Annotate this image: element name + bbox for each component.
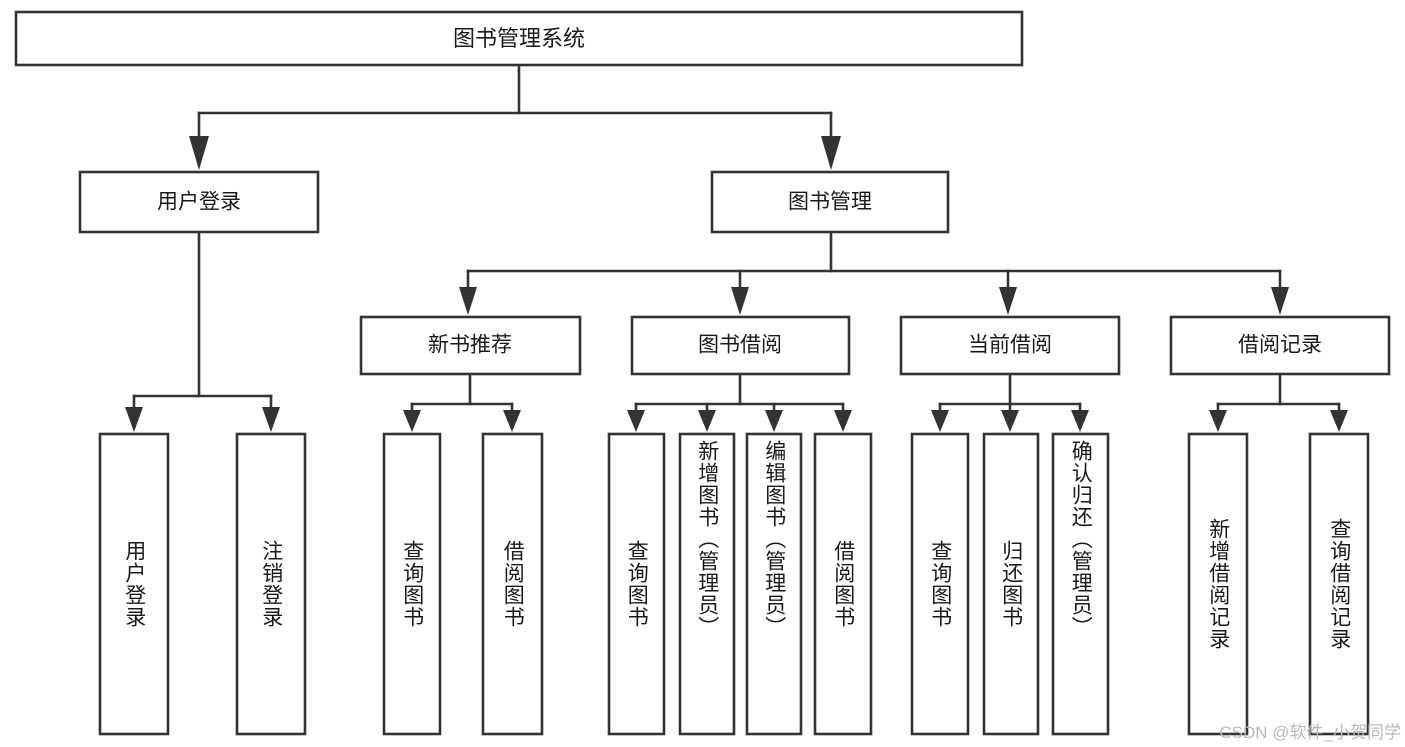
leaf-add-record-box[interactable] xyxy=(1187,432,1249,736)
node-user-login[interactable]: 用户登录 xyxy=(78,170,320,234)
leaf-edit-book-box[interactable] xyxy=(745,432,803,736)
node-book-manage[interactable]: 图书管理 xyxy=(710,170,950,234)
root-label: 图书管理系统 xyxy=(453,26,585,51)
node-current-borrow[interactable]: 当前借阅 xyxy=(899,315,1121,376)
arrowhead-leaf-query-book-2 xyxy=(627,410,645,432)
borrow-record-box[interactable] xyxy=(1169,315,1391,376)
connectors-userlogin-to-leaves xyxy=(125,230,280,432)
arrowhead-bookborrow xyxy=(731,287,749,315)
leaf-query-book-3-box[interactable] xyxy=(910,432,970,736)
connectors-newbookrec-to-leaves xyxy=(403,372,521,432)
arrowhead-leaf-query-record xyxy=(1330,410,1348,432)
leaf-query-record-box[interactable] xyxy=(1308,432,1370,736)
new-book-rec-box[interactable] xyxy=(359,315,582,376)
arrowhead-leaf-query-book-3 xyxy=(931,410,949,432)
connectors-bookborrow-to-leaves xyxy=(627,372,852,432)
book-manage-label: 图书管理 xyxy=(788,191,872,214)
leaf-user-login-box[interactable] xyxy=(98,432,170,736)
book-manage-box[interactable] xyxy=(710,170,950,234)
connectors-borrowrecord-to-leaves xyxy=(1209,372,1348,432)
node-root[interactable]: 图书管理系统 xyxy=(14,10,1024,67)
borrow-record-label: 借阅记录 xyxy=(1238,334,1322,357)
arrowhead-leaf-return-book xyxy=(1001,410,1019,432)
connectors-root-to-level2 xyxy=(189,63,841,170)
leaf-confirm-return-box[interactable] xyxy=(1051,432,1110,736)
user-login-box[interactable] xyxy=(78,170,320,234)
arrowhead-leaf-query-book-1 xyxy=(403,410,421,432)
current-borrow-box[interactable] xyxy=(899,315,1121,376)
leaf-query-book-2-box[interactable] xyxy=(607,432,666,736)
current-borrow-label: 当前借阅 xyxy=(968,334,1052,357)
arrowhead-leaf-edit-book xyxy=(765,410,783,432)
new-book-rec-label: 新书推荐 xyxy=(428,334,512,357)
leaf-borrow-book-2-box[interactable] xyxy=(813,432,873,736)
arrowhead-currentborrow xyxy=(999,287,1017,315)
node-borrow-record[interactable]: 借阅记录 xyxy=(1169,315,1391,376)
leaf-add-book-box[interactable] xyxy=(678,432,736,736)
arrowhead-leaf-user-login xyxy=(125,407,143,432)
leaf-boxes xyxy=(98,432,1370,736)
arrowhead-leaf-logout xyxy=(262,407,280,432)
arrowhead-leaf-add-book xyxy=(698,410,716,432)
user-login-label: 用户登录 xyxy=(157,191,241,214)
node-book-borrow[interactable]: 图书借阅 xyxy=(630,315,851,376)
csdn-watermark: CSDN @软件_小贺同学 xyxy=(1219,723,1401,742)
leaf-query-book-1-box[interactable] xyxy=(382,432,442,736)
book-borrow-label: 图书借阅 xyxy=(698,334,782,357)
arrowhead-leaf-add-record xyxy=(1209,410,1227,432)
arrowhead-leaf-borrow-book-2 xyxy=(834,410,852,432)
connectors-currentborrow-to-leaves xyxy=(931,372,1089,432)
arrowhead-leaf-confirm-return xyxy=(1071,410,1089,432)
root-box[interactable] xyxy=(14,10,1024,67)
node-new-book-rec[interactable]: 新书推荐 xyxy=(359,315,582,376)
arrowhead-user-login xyxy=(189,136,209,170)
leaf-logout-box[interactable] xyxy=(235,432,307,736)
arrowhead-newbook xyxy=(459,287,477,315)
book-borrow-box[interactable] xyxy=(630,315,851,376)
arrowhead-leaf-borrow-book-1 xyxy=(503,410,521,432)
arrowhead-borrowrecord xyxy=(1271,287,1289,315)
leaf-borrow-book-1-box[interactable] xyxy=(481,432,544,736)
connectors-bookmanage-to-level3 xyxy=(459,230,1289,315)
leaf-return-book-box[interactable] xyxy=(982,432,1040,736)
arrowhead-book-manage xyxy=(821,136,841,170)
